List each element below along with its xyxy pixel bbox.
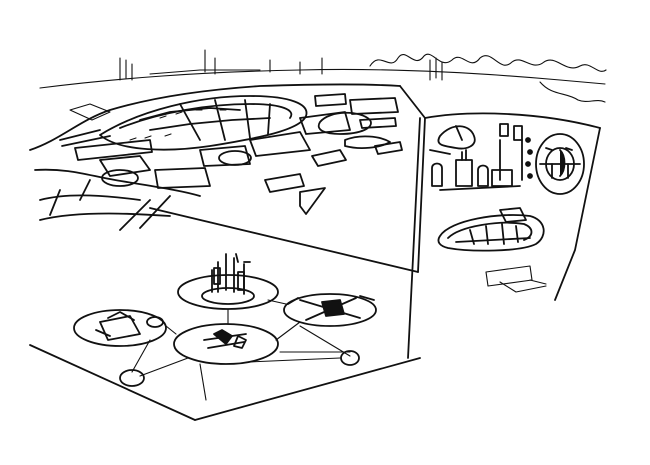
path-nodes [119, 350, 360, 387]
center-cluster [173, 323, 279, 365]
elevation-studies [431, 123, 523, 191]
building-study-panel [429, 123, 585, 293]
cluster-paths [131, 299, 351, 401]
left-cluster [73, 309, 167, 347]
dot-column [525, 137, 533, 179]
horizon-skyline [39, 49, 607, 103]
stadium-building [437, 207, 545, 252]
panel-dividers [29, 112, 601, 421]
aerial-city-panel [29, 83, 426, 273]
block-sketch [485, 265, 547, 293]
tower-cluster [177, 253, 279, 310]
site-plan-panel [73, 253, 377, 401]
right-cluster [283, 293, 377, 327]
massing-blob [429, 125, 476, 155]
circular-plan [535, 133, 585, 195]
